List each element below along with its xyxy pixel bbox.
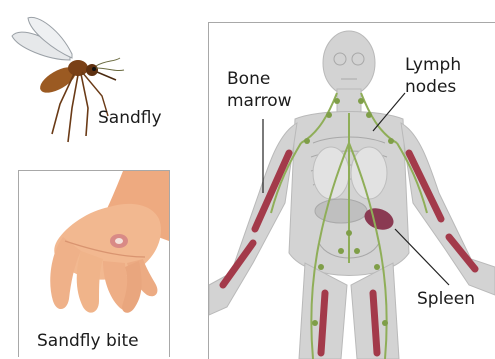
sandfly-label: Sandfly	[98, 108, 162, 128]
spleen-label: Spleen	[417, 289, 475, 309]
lymph-nodes-label-line1: Lymph	[405, 55, 461, 75]
lymph-nodes-label-line2: nodes	[405, 77, 456, 97]
hand-bite-icon	[19, 171, 169, 321]
sandfly-bite-caption: Sandfly bite	[37, 331, 139, 351]
sandfly-bite-panel: Sandfly bite	[18, 170, 170, 357]
anatomy-panel: Bone marrow Lymph nodes Spleen	[208, 22, 495, 359]
bone-marrow-label-line2: marrow	[227, 91, 292, 111]
bone-marrow-label-line1: Bone	[227, 69, 270, 89]
